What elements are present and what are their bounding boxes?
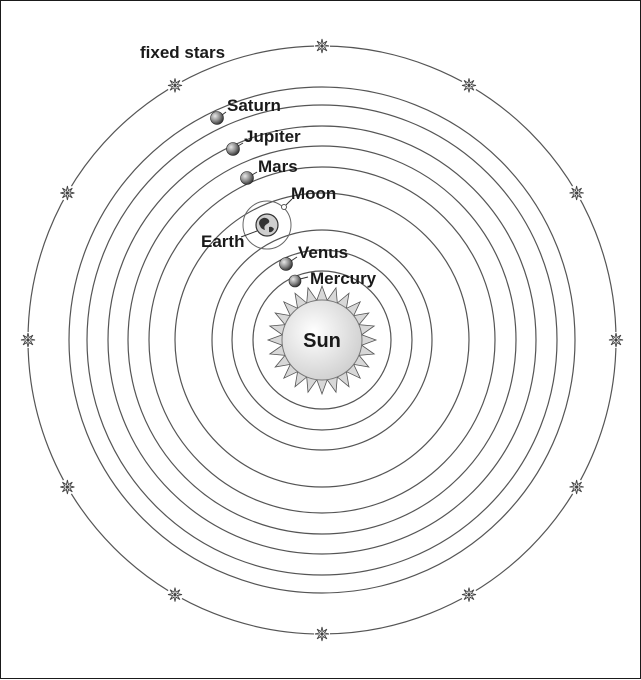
- mars-planet: [240, 171, 254, 185]
- sun: Sun: [266, 284, 378, 396]
- star-icon: [608, 332, 624, 348]
- venus-label: Venus: [298, 243, 348, 262]
- star-icon: [568, 185, 585, 201]
- star-icon: [167, 77, 183, 94]
- earth-globe: [255, 213, 279, 237]
- jupiter-label: Jupiter: [244, 127, 301, 146]
- orbit-mercury: [231, 249, 413, 431]
- orbit-venus: [211, 229, 433, 451]
- star-icon: [20, 332, 36, 348]
- star-icon: [568, 479, 585, 495]
- mercury-leader: [299, 276, 309, 280]
- venus-leader: [290, 256, 298, 262]
- star-icon: [59, 185, 76, 201]
- venus-planet: [279, 257, 293, 271]
- saturn-leader: [221, 111, 227, 116]
- jupiter-leader: [237, 142, 244, 147]
- star-icon: [461, 586, 477, 603]
- earth-system: [242, 200, 292, 250]
- orbit-inner: [252, 270, 392, 410]
- star-icon: [59, 479, 76, 495]
- mercury-label: Mercury: [310, 269, 377, 288]
- mars-leader: [251, 171, 258, 176]
- fixed-stars-group: [20, 38, 624, 642]
- leader-lines: [221, 111, 309, 280]
- earth-leader: [240, 230, 258, 238]
- mars-label: Mars: [258, 157, 298, 176]
- moon-leader: [285, 198, 293, 206]
- labels: fixed stars Saturn Jupiter Mars Moon Ear…: [140, 43, 377, 288]
- moon-orbit: [242, 200, 292, 250]
- jupiter-planet: [226, 142, 240, 156]
- mercury-planet: [288, 274, 302, 288]
- planets: [210, 111, 302, 288]
- orbit-earth: [174, 192, 470, 488]
- star-icon: [314, 626, 330, 642]
- saturn-label: Saturn: [227, 96, 281, 115]
- moon-label: Moon: [291, 184, 336, 203]
- orbit-outer-1: [68, 86, 576, 594]
- saturn-planet: [210, 111, 224, 125]
- moon: [281, 204, 287, 210]
- orbit-saturn: [107, 125, 537, 555]
- orbit-jupiter: [127, 145, 517, 535]
- earth-label: Earth: [201, 232, 244, 251]
- orbit-mars: [148, 166, 496, 514]
- star-icon: [461, 77, 477, 94]
- fixed-stars-label: fixed stars: [140, 43, 225, 62]
- earth-continents-icon: [259, 217, 274, 233]
- sun-label: Sun: [303, 330, 341, 352]
- star-icon: [314, 38, 330, 54]
- sun-disc: [281, 299, 363, 381]
- star-icon: [167, 586, 183, 603]
- orbit-outer-2: [86, 104, 558, 576]
